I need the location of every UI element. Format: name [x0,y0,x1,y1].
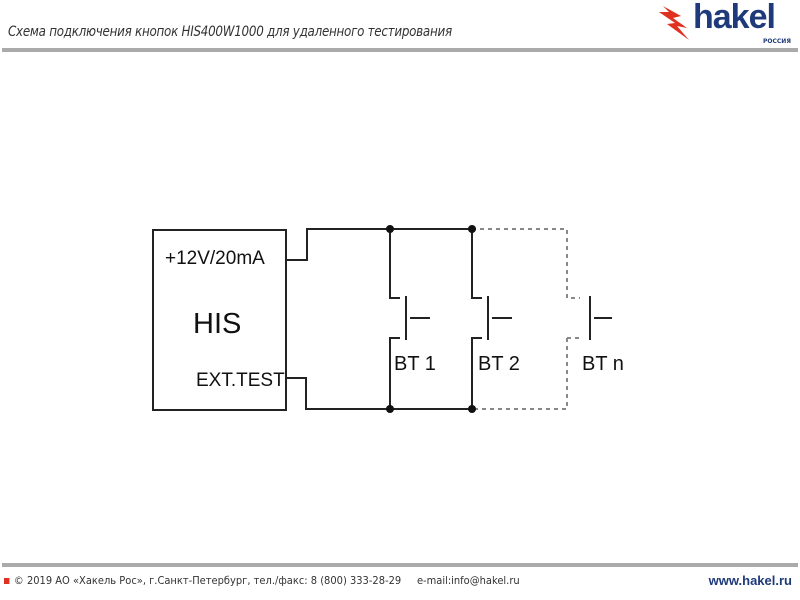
footer-contacts: © 2019 АО «Хакель Рос», г.Санкт-Петербур… [4,574,520,587]
logo-text: hakel [693,0,776,36]
test-wire [286,377,472,410]
email-link[interactable]: e-mail:info@hakel.ru [416,574,520,587]
btn-label: BT n [582,353,624,375]
btn-n-dashed-wire [472,228,580,410]
bt2-label: BT 2 [478,353,520,375]
bullet-icon [4,578,10,584]
logo-subtitle: РОССИЯ [763,38,791,45]
hakel-logo: hakel РОССИЯ [655,0,795,48]
footer-divider [2,563,798,567]
junction-dot [386,225,394,233]
power-label: +12V/20mA [165,248,265,269]
junction-dot [386,405,394,413]
website-link[interactable]: www.hakel.ru [708,573,792,588]
test-label: EXT.TEST [196,370,285,391]
device-label: HIS [193,308,241,340]
power-wire [286,228,472,261]
button-bt1 [389,229,430,409]
button-btn [589,296,612,340]
junction-dot [468,225,476,233]
junction-dot [468,405,476,413]
bt1-label: BT 1 [394,353,436,375]
header-divider [2,48,798,52]
lightning-icon [659,6,689,40]
copyright: © 2019 АО «Хакель Рос», г.Санкт-Петербур… [13,574,402,587]
slide-title: Схема подключения кнопок HIS400W1000 для… [8,24,452,40]
button-bt2 [471,229,512,409]
his-device-box [152,229,287,411]
